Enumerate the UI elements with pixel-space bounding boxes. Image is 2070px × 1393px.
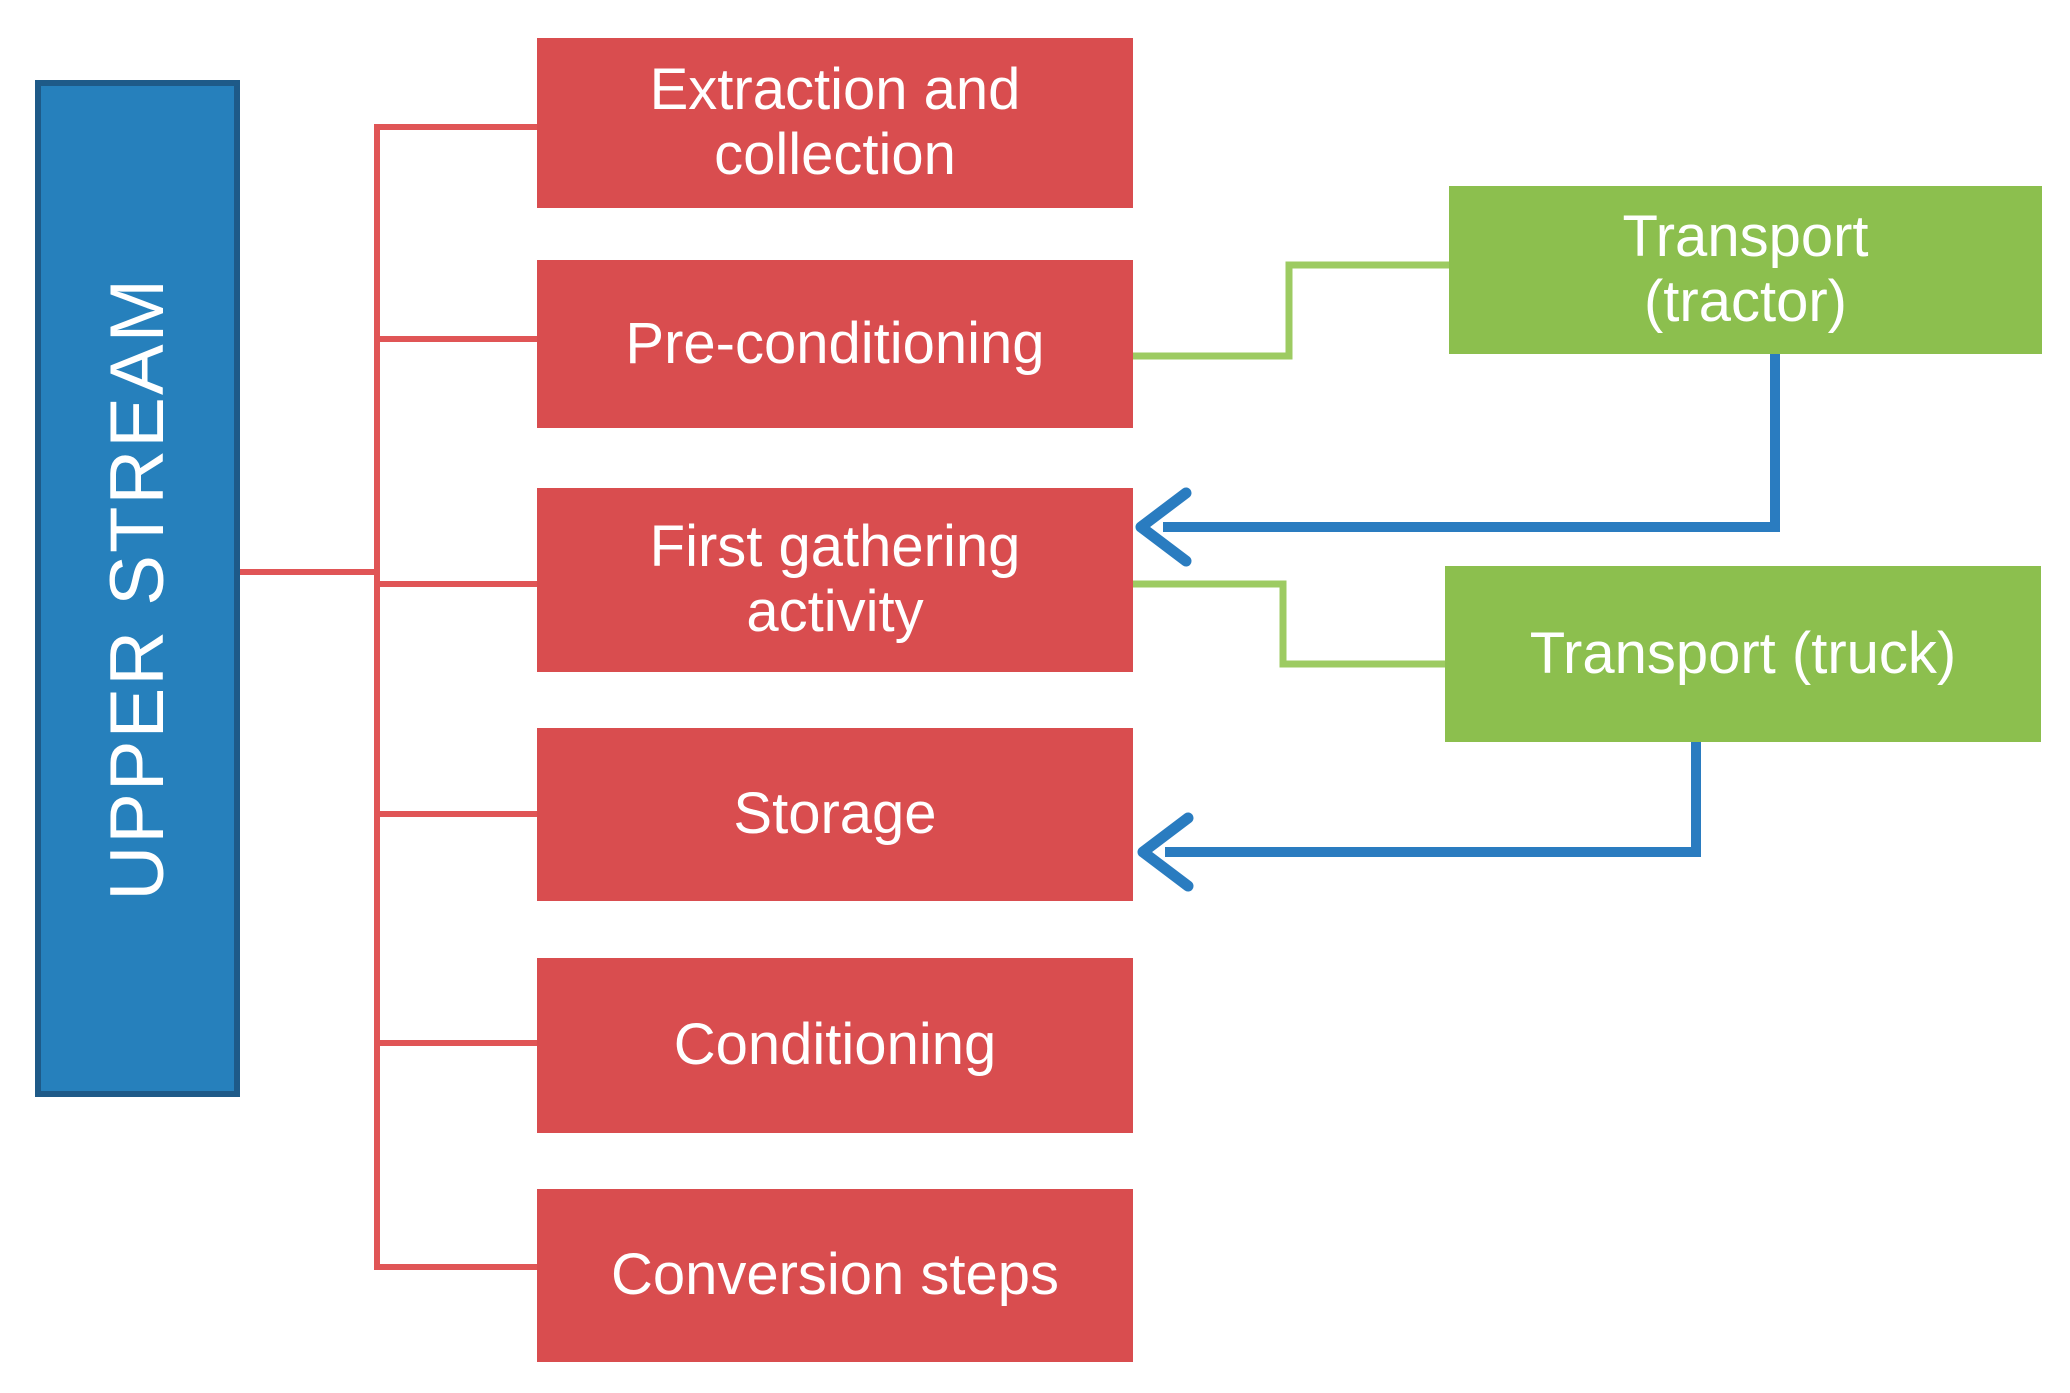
process-box-extraction-and-collection: Extraction and collection <box>537 38 1133 208</box>
process-box-label: First gathering activity <box>649 514 1021 644</box>
arrow-tractor-to-firstgathering-head-icon <box>1135 487 1192 567</box>
process-box-label: Storage <box>733 781 937 847</box>
connector-preconditioning-to-tractor <box>1130 261 1452 360</box>
transport-box-tractor: Transport (tractor) <box>1449 186 2042 354</box>
upper-stream-box: UPPER STREAM <box>35 80 240 1097</box>
process-box-label: Conversion steps <box>610 1242 1060 1308</box>
upper-stream-label: UPPER STREAM <box>95 276 180 901</box>
arrow-truck-to-storage-head-icon <box>1137 812 1194 892</box>
transport-box-label: Transport (tractor) <box>1622 204 1869 334</box>
arrow-truck-to-storage-line <box>1165 740 1701 857</box>
process-box-conditioning: Conditioning <box>537 958 1133 1133</box>
process-box-first-gathering-activity: First gathering activity <box>537 488 1133 672</box>
process-box-label: Pre-conditioning <box>625 310 1045 376</box>
connector-red-trunk-line <box>374 124 540 1270</box>
process-box-pre-conditioning: Pre-conditioning <box>537 260 1133 428</box>
process-box-label: Conditioning <box>673 1012 997 1078</box>
arrow-tractor-to-firstgathering-line <box>1163 352 1780 532</box>
connector-firstgathering-to-truck <box>1130 580 1448 668</box>
transport-box-truck: Transport (truck) <box>1445 566 2041 742</box>
process-box-conversion-steps: Conversion steps <box>537 1189 1133 1362</box>
process-box-storage: Storage <box>537 728 1133 901</box>
transport-box-label: Transport (truck) <box>1529 620 1957 686</box>
process-box-label: Extraction and collection <box>649 57 1021 187</box>
